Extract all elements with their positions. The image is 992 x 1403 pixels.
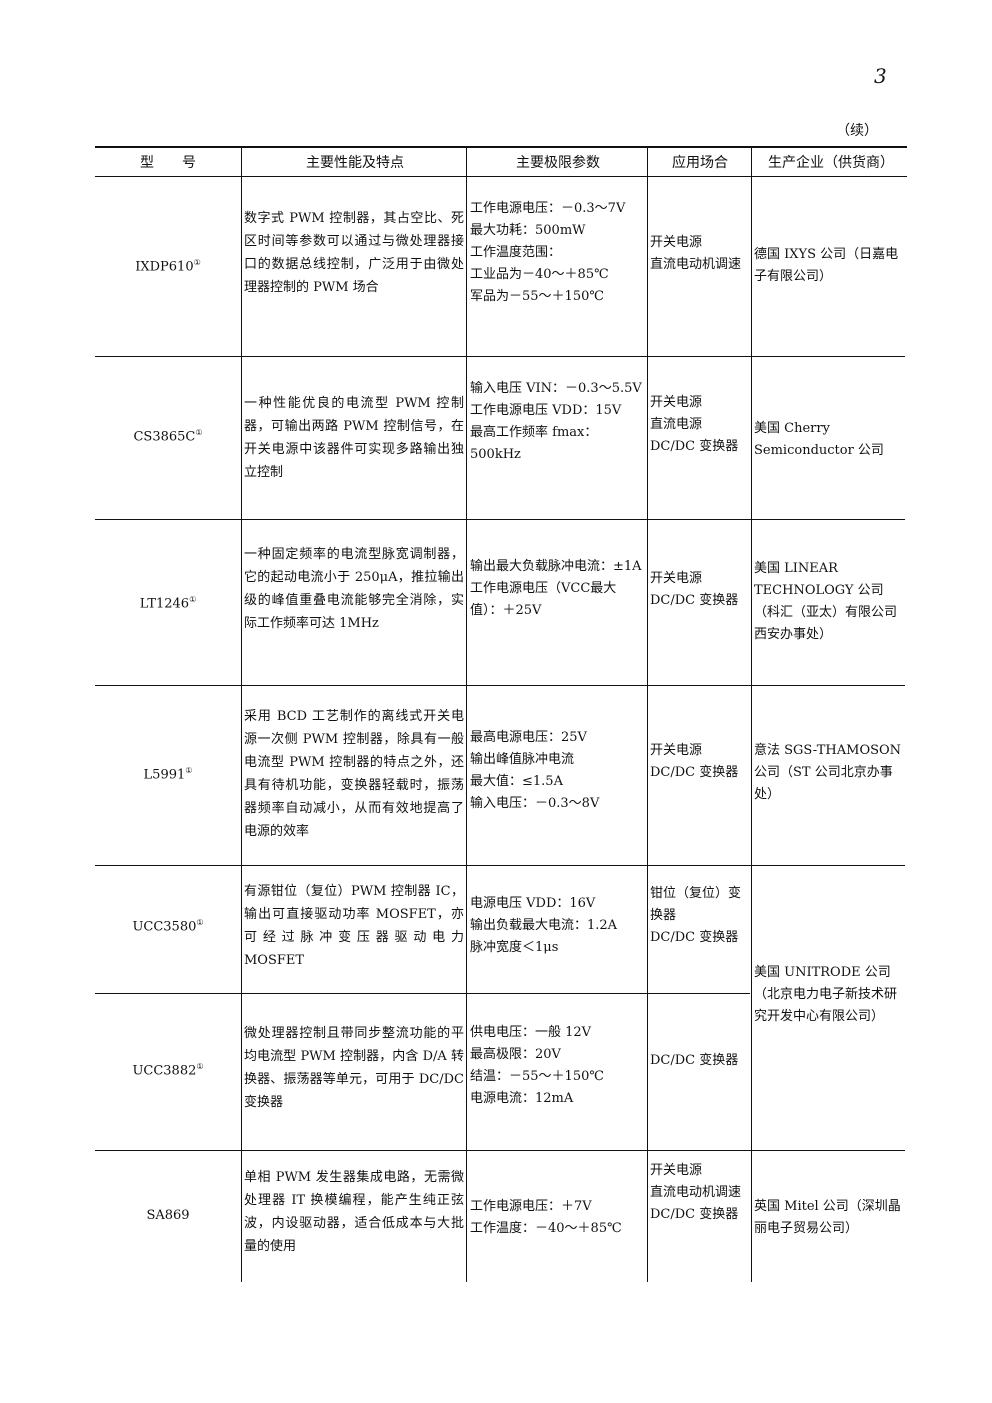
application-cell: 开关电源 直流电动机调速 (650, 235, 742, 272)
features-cell: 单相 PWM 发生器集成电路，无需微处理器 IT 换模编程，能产生纯正弦波，内设… (244, 1170, 464, 1254)
row-divider (95, 356, 905, 357)
header-params: 主要极限参数 (516, 155, 600, 171)
model-cell: UCC3580① (132, 918, 204, 935)
model-cell: SA869 (146, 1208, 190, 1223)
params-cell: 供电电压：一般 12V 最高极限：20V 结温：－55～＋150℃ 电源电流：1… (470, 1025, 604, 1106)
table-header-rule (95, 176, 907, 177)
col-divider (751, 146, 752, 1282)
model-cell: UCC3882① (132, 1062, 204, 1079)
features-cell: 有源钳位（复位）PWM 控制器 IC，输出可直接驱动功率 MOSFET，亦可经过… (244, 884, 464, 968)
features-cell: 一种固定频率的电流型脉宽调制器，它的起动电流小于 250μA，推拉输出级的峰值重… (244, 547, 464, 631)
manufacturer-cell: 德国 IXYS 公司（日嘉电子有限公司） (754, 247, 899, 284)
header-manufacturer: 生产企业（供货商） (768, 155, 894, 171)
application-cell: 开关电源 DC/DC 变换器 (650, 571, 739, 608)
continuation-label: （续） (836, 123, 878, 139)
page-number: 3 (874, 64, 887, 88)
header-application: 应用场合 (672, 155, 728, 171)
row-divider (95, 993, 750, 994)
application-cell: 钳位（复位）变换器 DC/DC 变换器 (650, 886, 742, 945)
row-divider (95, 1150, 905, 1151)
manufacturer-cell: 意法 SGS-THAMOSON 公司（ST 公司北京办事处） (754, 743, 902, 802)
row-divider (95, 519, 905, 520)
application-cell: 开关电源 直流电源 DC/DC 变换器 (650, 395, 739, 454)
col-divider (241, 146, 242, 1282)
params-cell: 最高电源电压：25V 输出峰值脉冲电流 最大值：≤1.5A 输入电压：－0.3～… (470, 730, 600, 811)
features-cell: 一种性能优良的电流型 PWM 控制器，可输出两路 PWM 控制信号，在开关电源中… (244, 396, 464, 480)
params-cell: 工作电源电压：＋7V 工作温度：－40～＋85℃ (470, 1199, 622, 1236)
params-cell: 输入电压 VIN：－0.3～5.5V 工作电源电压 VDD：15V 最高工作频率… (470, 381, 642, 462)
header-model: 型 号 (140, 155, 196, 171)
model-cell: IXDP610① (135, 258, 201, 275)
manufacturer-cell: 美国 Cherry Semiconductor 公司 (754, 421, 884, 458)
params-cell: 输出最大负载脉冲电流：±1A 工作电源电压（VCC最大值）：＋25V (470, 559, 642, 618)
model-cell: CS3865C① (133, 428, 203, 445)
row-divider (95, 685, 905, 686)
application-cell: 开关电源 DC/DC 变换器 (650, 743, 739, 780)
row-divider (95, 865, 905, 866)
application-cell: DC/DC 变换器 (650, 1053, 739, 1068)
features-cell: 数字式 PWM 控制器，其占空比、死区时间等参数可以通过与微处理器接口的数据总线… (244, 211, 464, 295)
col-divider (647, 146, 648, 1282)
table-top-rule (95, 146, 907, 148)
params-cell: 电源电压 VDD：16V 输出负载最大电流：1.2A 脉冲宽度＜1μs (470, 896, 618, 955)
model-cell: L5991① (143, 766, 193, 783)
features-cell: 微处理器控制且带同步整流功能的平均电流型 PWM 控制器，内含 D/A 转换器、… (244, 1026, 464, 1110)
manufacturer-cell: 美国 LINEAR TECHNOLOGY 公司（科汇（亚太）有限公司西安办事处） (754, 561, 898, 642)
manufacturer-cell: 英国 Mitel 公司（深圳晶丽电子贸易公司） (754, 1199, 901, 1236)
features-cell: 采用 BCD 工艺制作的离线式开关电源一次侧 PWM 控制器，除具有一般电流型 … (244, 709, 464, 839)
header-features: 主要性能及特点 (306, 155, 404, 171)
application-cell: 开关电源 直流电动机调速 DC/DC 变换器 (650, 1163, 742, 1222)
col-divider (466, 146, 467, 1282)
manufacturer-cell-shared: 美国 UNITRODE 公司（北京电力电子新技术研究开发中心有限公司） (754, 965, 898, 1024)
params-cell: 工作电源电压：－0.3～7V 最大功耗：500mW 工作温度范围： 工业品为－4… (470, 201, 626, 304)
model-cell: LT1246① (139, 595, 197, 612)
